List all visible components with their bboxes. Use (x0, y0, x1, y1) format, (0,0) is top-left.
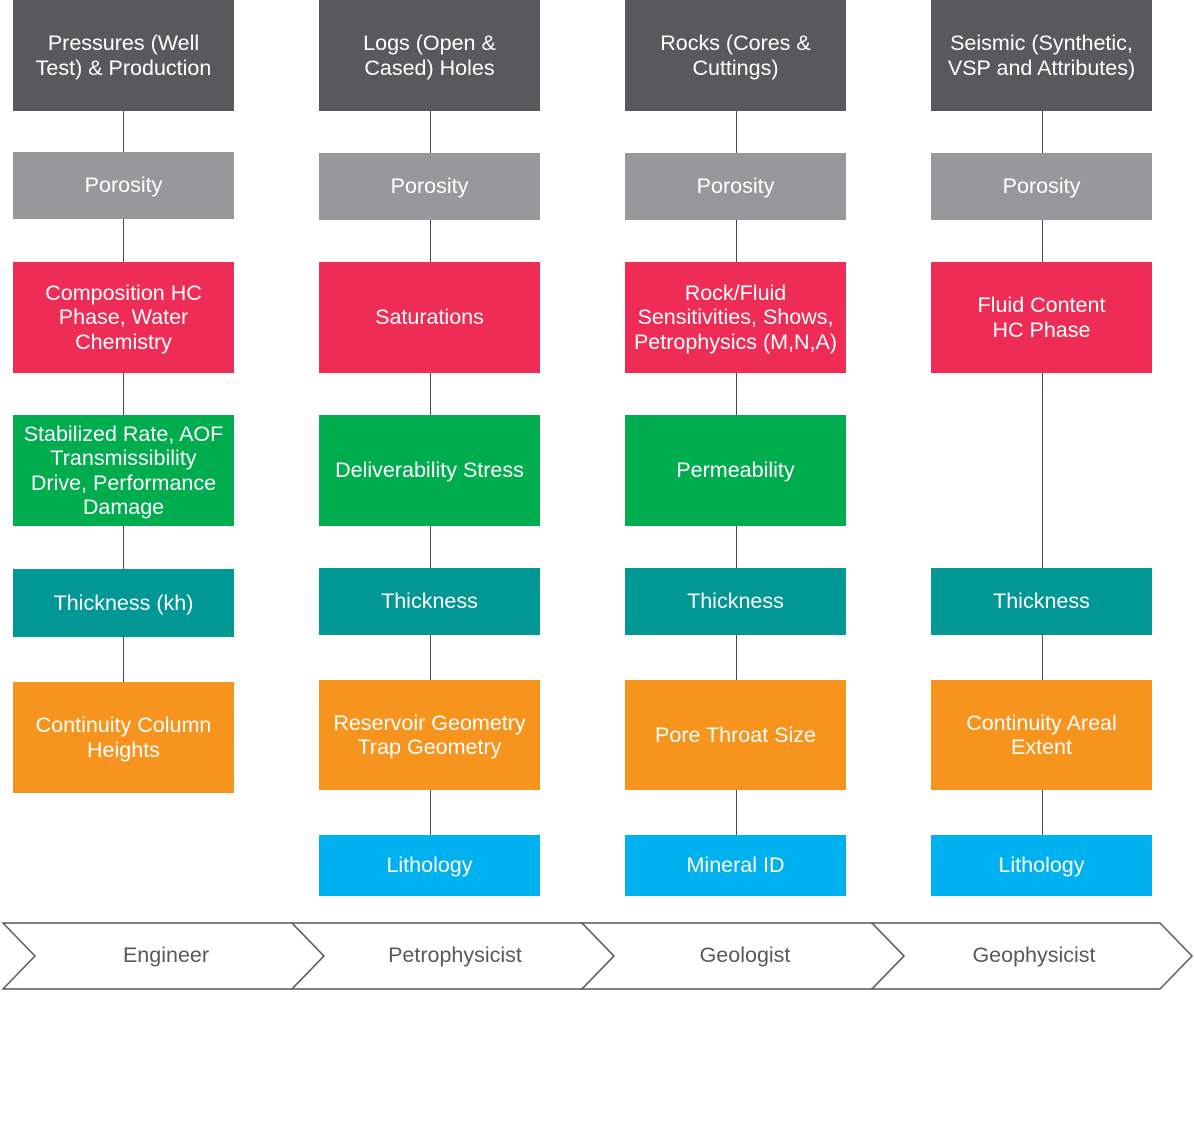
role-chevron-bar (1, 922, 1194, 990)
property-box: Rock/Fluid Sensitivities, Shows, Petroph… (625, 262, 846, 373)
connector-col-4 (1042, 111, 1043, 836)
property-box: Thickness (625, 568, 846, 635)
property-box: Thickness (319, 568, 540, 635)
role-label-geophysicist: Geophysicist (972, 942, 1096, 967)
role-label-petrophysicist: Petrophysicist (388, 942, 522, 967)
property-box: Reservoir Geometry Trap Geometry (319, 680, 540, 790)
property-box: Fluid Content HC Phase (931, 262, 1152, 373)
column-header: Pressures (Well Test) & Production (13, 0, 234, 111)
property-box: Composition HC Phase, Water Chemistry (13, 262, 234, 373)
property-box: Permeability (625, 415, 846, 526)
role-label-engineer: Engineer (122, 942, 210, 967)
column-header: Seismic (Synthetic, VSP and Attributes) (931, 0, 1152, 111)
property-box: Pore Throat Size (625, 680, 846, 790)
property-box: Continuity Column Heights (13, 682, 234, 793)
property-box: Saturations (319, 262, 540, 373)
property-box: Mineral ID (625, 835, 846, 896)
property-box: Lithology (931, 835, 1152, 896)
property-box: Deliverability Stress (319, 415, 540, 526)
property-box: Stabilized Rate, AOF Transmissibility Dr… (13, 415, 234, 526)
column-header: Logs (Open & Cased) Holes (319, 0, 540, 111)
property-box: Porosity (625, 153, 846, 220)
chevron-arrow-geophysicist (870, 922, 1194, 990)
property-box: Thickness (931, 568, 1152, 635)
property-box: Thickness (kh) (13, 569, 234, 637)
property-box: Porosity (931, 153, 1152, 220)
connector-col-1 (123, 111, 124, 683)
property-box: Lithology (319, 835, 540, 896)
property-box: Continuity Areal Extent (931, 680, 1152, 790)
property-box: Porosity (13, 152, 234, 219)
column-header: Rocks (Cores & Cuttings) (625, 0, 846, 111)
role-label-geologist: Geologist (699, 942, 791, 967)
property-box: Porosity (319, 153, 540, 220)
